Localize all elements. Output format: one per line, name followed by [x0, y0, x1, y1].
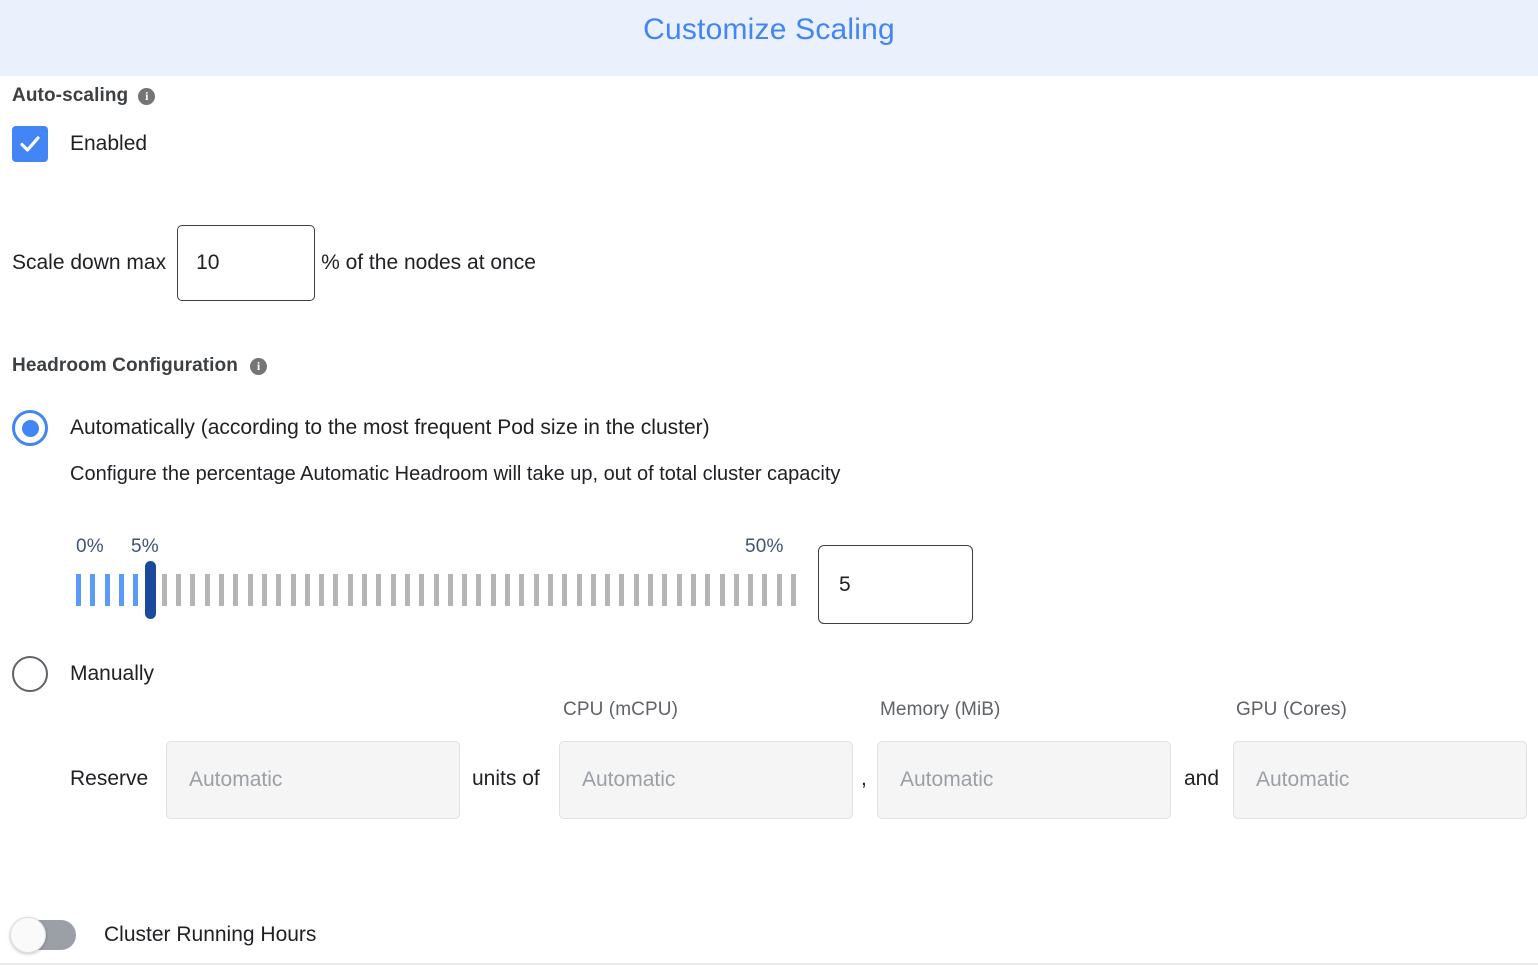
slider-tick[interactable]: [476, 574, 482, 606]
scale-down-max-row: Scale down max % of the nodes at once: [12, 225, 536, 301]
slider-tick[interactable]: [519, 574, 525, 606]
scale-down-max-input[interactable]: [177, 225, 316, 301]
slider-tick-track[interactable]: [76, 574, 806, 606]
slider-tick[interactable]: [748, 574, 754, 606]
headroom-configuration-section: Headroom Configuration i: [12, 355, 267, 377]
slider-tick[interactable]: [791, 574, 796, 606]
column-header-cpu: CPU (mCPU): [563, 699, 678, 720]
slider-tick[interactable]: [533, 574, 539, 606]
reserve-row: Reserve units of , and: [0, 741, 1538, 819]
slider-tick[interactable]: [161, 574, 167, 606]
headroom-automatic-label: Automatically (according to the most fre…: [70, 416, 710, 439]
slider-thumb[interactable]: [144, 561, 156, 619]
auto-scaling-enabled-checkbox[interactable]: [12, 126, 48, 162]
slider-tick[interactable]: [690, 574, 696, 606]
column-header-gpu: GPU (Cores): [1236, 699, 1347, 720]
slider-tick[interactable]: [276, 574, 282, 606]
comma-separator: ,: [861, 767, 867, 790]
scale-down-max-label: Scale down max: [12, 251, 167, 274]
slider-tick[interactable]: [676, 574, 682, 606]
slider-tick[interactable]: [404, 574, 410, 606]
slider-tick[interactable]: [662, 574, 668, 606]
slider-tick[interactable]: [505, 574, 510, 606]
slider-tick[interactable]: [733, 574, 739, 606]
slider-tick[interactable]: [204, 574, 210, 606]
toggle-knob: [10, 917, 46, 953]
auto-scaling-section: Auto-scaling i: [12, 85, 156, 107]
slider-tick[interactable]: [562, 574, 568, 606]
slider-tick[interactable]: [605, 574, 611, 606]
slider-tick[interactable]: [247, 574, 253, 606]
slider-tick[interactable]: [90, 574, 96, 606]
slider-tick[interactable]: [76, 574, 81, 606]
and-separator: and: [1184, 767, 1220, 790]
slider-tick[interactable]: [104, 574, 110, 606]
slider-tick[interactable]: [633, 574, 639, 606]
slider-tick[interactable]: [118, 574, 124, 606]
slider-tick[interactable]: [776, 574, 782, 606]
cluster-running-hours-toggle[interactable]: [10, 917, 76, 953]
column-header-memory: Memory (MiB): [880, 699, 1001, 720]
auto-scaling-enabled-row[interactable]: Enabled: [12, 126, 147, 162]
slider-tick[interactable]: [762, 574, 768, 606]
slider-tick[interactable]: [576, 574, 582, 606]
page-header: Customize Scaling: [0, 0, 1538, 76]
info-icon[interactable]: i: [138, 87, 156, 105]
info-icon[interactable]: i: [249, 357, 267, 375]
slider-tick[interactable]: [319, 574, 325, 606]
cluster-running-hours-label: Cluster Running Hours: [104, 923, 317, 946]
slider-tick[interactable]: [290, 574, 296, 606]
slider-tick[interactable]: [190, 574, 196, 606]
slider-tick[interactable]: [376, 574, 382, 606]
slider-tick[interactable]: [719, 574, 725, 606]
slider-tick[interactable]: [705, 574, 711, 606]
slider-tick[interactable]: [176, 574, 182, 606]
slider-current-label: 5%: [131, 536, 159, 557]
slider-tick[interactable]: [219, 574, 224, 606]
slider-tick[interactable]: [333, 574, 339, 606]
auto-scaling-enabled-label: Enabled: [70, 132, 148, 155]
slider-tick[interactable]: [648, 574, 653, 606]
units-of-label: units of: [472, 767, 540, 790]
check-icon: [20, 136, 40, 152]
slider-tick[interactable]: [590, 574, 596, 606]
slider-tick[interactable]: [547, 574, 553, 606]
cluster-running-hours-row[interactable]: Cluster Running Hours: [10, 917, 317, 953]
reserve-label: Reserve: [70, 767, 149, 790]
reserve-units-input[interactable]: [166, 741, 460, 819]
headroom-manual-radio[interactable]: [12, 656, 48, 692]
slider-tick[interactable]: [447, 574, 453, 606]
scale-down-max-suffix: % of the nodes at once: [321, 251, 536, 274]
slider-tick[interactable]: [362, 574, 367, 606]
headroom-automatic-radio[interactable]: [12, 410, 48, 446]
headroom-configuration-label: Headroom Configuration: [12, 355, 238, 376]
slider-max-label: 50%: [745, 536, 784, 557]
slider-tick[interactable]: [133, 574, 139, 606]
slider-tick[interactable]: [347, 574, 353, 606]
slider-tick[interactable]: [419, 574, 425, 606]
headroom-manual-label: Manually: [70, 662, 155, 685]
slider-tick[interactable]: [462, 574, 468, 606]
bottom-divider: [0, 963, 1538, 965]
reserve-memory-input[interactable]: [877, 741, 1171, 819]
reserve-gpu-input[interactable]: [1233, 741, 1527, 819]
page-title: Customize Scaling: [643, 13, 895, 46]
slider-tick[interactable]: [490, 574, 496, 606]
slider-tick[interactable]: [261, 574, 267, 606]
headroom-automatic-description: Configure the percentage Automatic Headr…: [70, 463, 841, 485]
slider-tick[interactable]: [390, 574, 396, 606]
headroom-percentage-slider[interactable]: 0% 5% 50%: [76, 536, 806, 626]
slider-tick[interactable]: [619, 574, 625, 606]
auto-scaling-label: Auto-scaling: [12, 85, 129, 106]
headroom-percentage-input[interactable]: [818, 545, 973, 624]
slider-min-label: 0%: [76, 536, 104, 557]
headroom-automatic-row[interactable]: Automatically (according to the most fre…: [12, 410, 710, 446]
slider-tick[interactable]: [233, 574, 239, 606]
headroom-manual-row[interactable]: Manually: [12, 656, 154, 692]
slider-tick[interactable]: [433, 574, 439, 606]
slider-tick[interactable]: [304, 574, 310, 606]
reserve-cpu-input[interactable]: [559, 741, 853, 819]
